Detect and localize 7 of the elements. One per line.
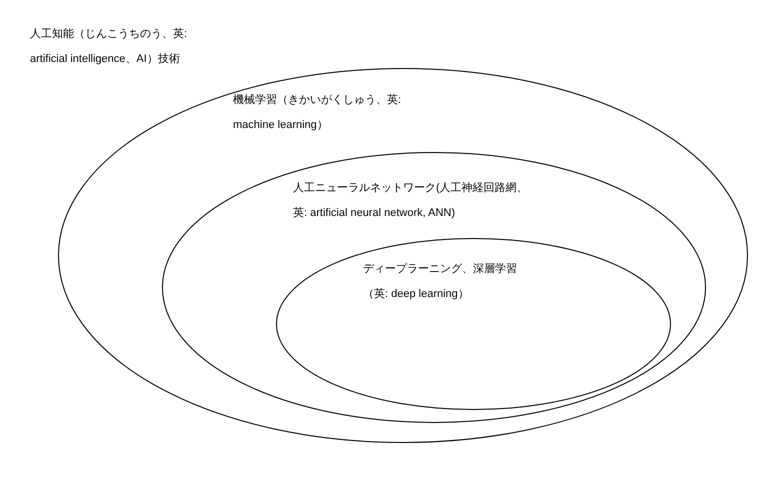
region-label: 機械学習（きかいがくしゅう、英: machine learning） [233, 93, 402, 133]
ellipse-region [162, 152, 706, 423]
heading: 人工知能（じんこうちのう、英: artificial intelligence、AI）技術 [30, 27, 188, 67]
region-label: 人工ニューラルネットワーク(人工神経回路網、英: artificial neural network, ANN) [293, 181, 529, 221]
region-label: ディープラーニング、深層学習（英: deep learning） [363, 262, 518, 302]
ellipse-region [276, 238, 671, 410]
ellipse-region [58, 68, 748, 443]
